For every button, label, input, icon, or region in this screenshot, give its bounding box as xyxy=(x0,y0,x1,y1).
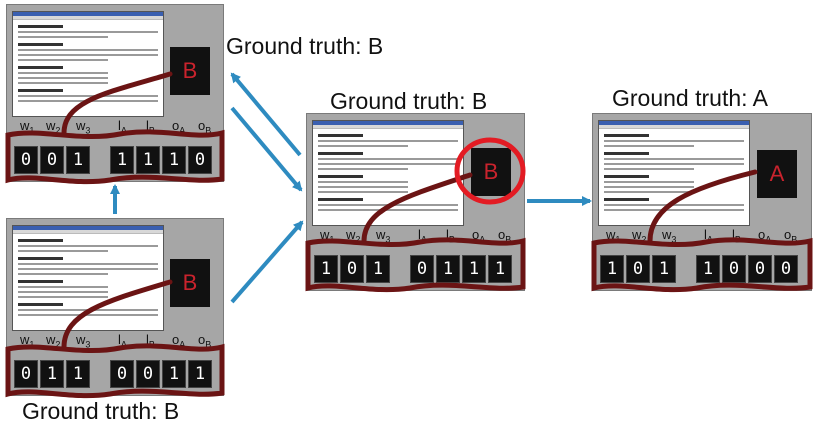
feature-bit: 1 xyxy=(66,146,90,174)
arc-middle xyxy=(361,172,473,244)
feature-frame-top-left xyxy=(5,129,225,185)
feature-bit: 1 xyxy=(162,360,186,388)
feature-bit: 0 xyxy=(14,360,38,388)
feature-name-oB: oB xyxy=(198,118,212,136)
arc-bottom-left xyxy=(61,279,173,350)
feature-bit: 0 xyxy=(110,360,134,388)
feature-bit: 0 xyxy=(410,255,434,283)
ground-truth-middle: Ground truth: B xyxy=(330,88,488,114)
feature-bit: 1 xyxy=(136,146,160,174)
feature-name-oB: oB xyxy=(498,227,512,245)
feature-bit: 1 xyxy=(162,146,186,174)
feature-name-oB: oB xyxy=(784,227,798,245)
feature-name-oA: oA xyxy=(172,118,186,136)
webpage-thumbnail xyxy=(598,120,750,226)
feature-bit: 1 xyxy=(696,255,720,283)
predicted-label-box: B xyxy=(471,148,511,196)
feature-frame-right xyxy=(591,237,813,293)
ground-truth-bottom-left: Ground truth: B xyxy=(22,398,180,424)
feature-bit: 1 xyxy=(110,146,134,174)
feature-bit: 0 xyxy=(188,146,212,174)
feature-bit: 1 xyxy=(436,255,460,283)
feature-name-w3: w3 xyxy=(76,118,91,136)
feature-bit: 1 xyxy=(652,255,676,283)
ground-truth-right: Ground truth: A xyxy=(612,85,768,111)
feature-bit: 0 xyxy=(722,255,746,283)
feature-bit: 1 xyxy=(188,360,212,388)
feature-name-lA: lA xyxy=(118,332,127,350)
feature-bit: 0 xyxy=(748,255,772,283)
feature-bit: 1 xyxy=(462,255,486,283)
feature-bit: 1 xyxy=(314,255,338,283)
feature-bit: 0 xyxy=(340,255,364,283)
feature-bit: 0 xyxy=(774,255,798,283)
feature-name-w2: w2 xyxy=(632,227,647,245)
arrow-top-to-middle xyxy=(230,106,303,192)
feature-bit: 1 xyxy=(66,360,90,388)
feature-bit: 1 xyxy=(366,255,390,283)
feature-name-w2: w2 xyxy=(346,227,361,245)
feature-name-w2: w2 xyxy=(46,332,61,350)
feature-name-oA: oA xyxy=(172,332,186,350)
arc-right xyxy=(647,169,758,244)
arrow-bottom-to-middle xyxy=(230,220,304,304)
feature-name-w2: w2 xyxy=(46,118,61,136)
feature-bit: 1 xyxy=(600,255,624,283)
feature-bit: 0 xyxy=(14,146,38,174)
arrow-middle-to-top xyxy=(230,72,302,157)
feature-bit: 1 xyxy=(40,360,64,388)
feature-frame-bottom-left xyxy=(5,343,225,399)
predicted-label-box: B xyxy=(170,47,210,95)
feature-name-w3: w3 xyxy=(76,332,91,350)
predicted-label-box: B xyxy=(170,259,210,307)
feature-bit: 0 xyxy=(136,360,160,388)
feature-name-w3: w3 xyxy=(662,227,677,245)
feature-name-lA: lA xyxy=(118,118,127,136)
feature-bit: 1 xyxy=(488,255,512,283)
feature-bit: 0 xyxy=(626,255,650,283)
feature-name-oB: oB xyxy=(198,332,212,350)
feature-frame-middle xyxy=(305,237,526,293)
feature-name-w3: w3 xyxy=(376,227,391,245)
highlight-circle xyxy=(454,137,526,205)
arc-top-left xyxy=(61,71,173,136)
predicted-label-box: A xyxy=(757,150,797,198)
ground-truth-top-left: Ground truth: B xyxy=(226,33,384,59)
feature-bit: 0 xyxy=(40,146,64,174)
